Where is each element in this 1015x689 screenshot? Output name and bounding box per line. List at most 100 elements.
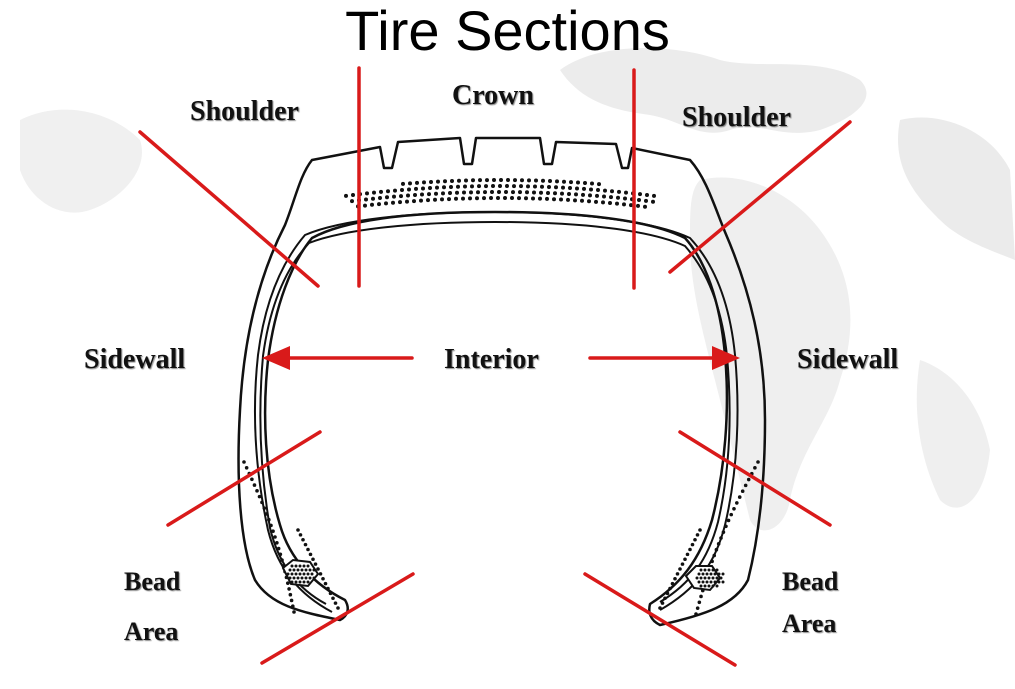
dot [703, 568, 707, 572]
dot [651, 199, 655, 204]
sidewall-right-label: Sidewall [797, 344, 899, 375]
dot [721, 580, 725, 584]
dot [462, 190, 466, 195]
dot [652, 193, 656, 198]
dot [699, 576, 703, 580]
dot [298, 580, 302, 584]
dot [485, 178, 489, 183]
dot [298, 572, 302, 576]
dot [304, 568, 308, 572]
dot [318, 572, 323, 576]
dot [296, 568, 300, 572]
dot [304, 576, 308, 580]
dot [260, 500, 264, 505]
dot [699, 584, 703, 588]
dot [576, 180, 580, 185]
dot [408, 181, 412, 186]
dot [716, 542, 721, 546]
dot [711, 568, 715, 572]
dot [710, 559, 714, 564]
dot [719, 536, 723, 540]
dot [695, 533, 700, 537]
dot [538, 196, 542, 201]
dot [512, 184, 516, 189]
dot [454, 196, 458, 201]
dot [597, 182, 601, 187]
dot [588, 193, 592, 198]
dot [429, 179, 433, 184]
dot [678, 567, 682, 571]
dot [478, 178, 482, 183]
dot [436, 179, 440, 184]
bead-right-label-line2: Area [782, 609, 837, 638]
dot [519, 184, 523, 189]
dot [401, 181, 405, 186]
dot [328, 591, 333, 596]
dot [372, 190, 376, 195]
dot [312, 576, 316, 580]
dot [582, 186, 586, 191]
sidewall-left-upper-pointer [166, 430, 322, 527]
dot [668, 586, 672, 591]
dot [443, 179, 447, 184]
sidewall-left-label: Sidewall [84, 344, 186, 375]
dot [719, 576, 723, 580]
dot [697, 600, 702, 605]
dot [300, 568, 304, 572]
dot [308, 552, 313, 557]
dot [421, 186, 425, 191]
dot [385, 195, 389, 200]
dot [276, 546, 281, 551]
dot [371, 196, 375, 201]
dot [288, 592, 293, 597]
dot [364, 197, 368, 202]
dot [712, 553, 717, 558]
dot [427, 192, 431, 197]
dot [560, 191, 564, 196]
dot [680, 562, 685, 566]
bead-right-label-line1: Bead [782, 567, 839, 596]
dot [685, 552, 690, 557]
interior-left-arrowhead [262, 346, 290, 370]
dot [703, 584, 707, 588]
dot [506, 178, 510, 183]
dot [399, 194, 403, 199]
dot [405, 199, 409, 204]
dot [280, 558, 284, 562]
dot [694, 612, 698, 616]
dot [518, 190, 522, 195]
dot [520, 178, 524, 183]
dot [415, 180, 419, 185]
dot [420, 192, 424, 197]
dot [393, 188, 397, 193]
dot [517, 196, 521, 201]
pointer-lines [138, 66, 852, 667]
dot [252, 483, 257, 487]
dot [715, 576, 719, 580]
shoulder-left-label: Shoulder [190, 96, 299, 127]
dot [683, 557, 687, 562]
dot [711, 584, 715, 588]
dot [499, 178, 503, 183]
dot [643, 204, 647, 209]
dot [638, 192, 642, 197]
dot [531, 196, 535, 201]
dot [504, 190, 508, 195]
dot [271, 529, 275, 534]
dot [316, 567, 320, 571]
dot [705, 572, 709, 576]
dot [705, 580, 709, 584]
dot [370, 202, 374, 207]
dot [262, 506, 267, 510]
shoulder-right-pointer [668, 120, 852, 274]
dot [534, 178, 538, 183]
dot [573, 198, 577, 203]
dot [567, 191, 571, 196]
dot [547, 184, 551, 189]
dot [527, 178, 531, 183]
dot [713, 580, 717, 584]
dot [503, 196, 507, 201]
dot [532, 190, 536, 195]
dot [505, 184, 509, 189]
dot [622, 202, 626, 207]
